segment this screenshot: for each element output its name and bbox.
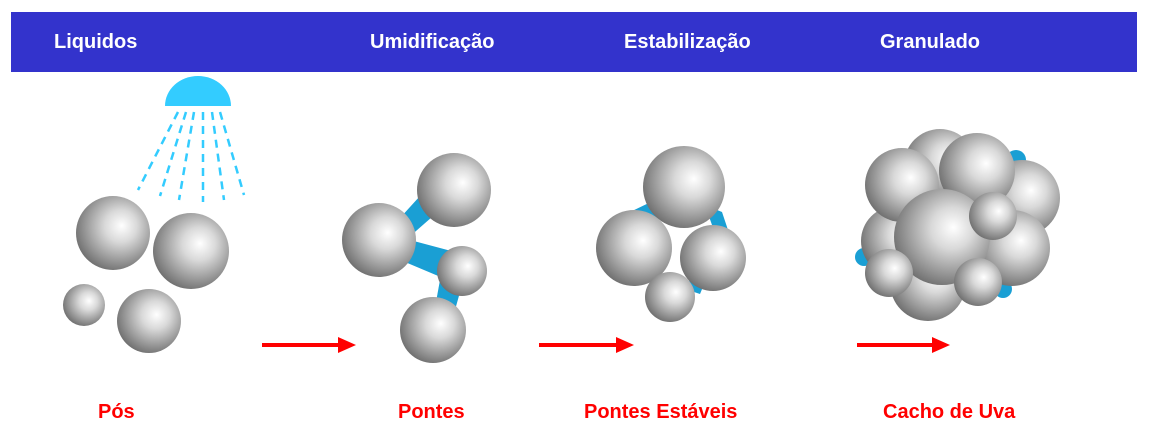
stage-title-estabilizacao: Estabilização (624, 31, 751, 53)
particle (680, 225, 746, 291)
particle (76, 196, 150, 270)
particle (437, 246, 487, 296)
particle (596, 210, 672, 286)
stage-title-granulado: Granulado (880, 31, 981, 53)
bridged-particles (342, 153, 491, 363)
particle (894, 189, 990, 285)
particle (153, 213, 229, 289)
particle (342, 203, 416, 277)
particle (969, 192, 1017, 240)
particle (643, 146, 725, 228)
arrow-right-icon (857, 337, 950, 353)
stage-title-liquidos: Liquidos (54, 31, 138, 53)
particle (417, 153, 491, 227)
particle (939, 133, 1015, 209)
shower-icon (136, 76, 246, 202)
particle (63, 284, 105, 326)
arrow-right-icon (539, 337, 634, 353)
label-pontes: Pontes (398, 401, 465, 423)
label-pos: Pós (98, 401, 135, 423)
powder-particles (63, 196, 229, 353)
stage-title-umidificacao: Umidificação (370, 31, 495, 53)
label-pontes-estaveis: Pontes Estáveis (584, 401, 738, 423)
particle (400, 297, 466, 363)
header-bar (11, 12, 1137, 72)
grape-cluster-particles (861, 129, 1060, 321)
particle (954, 258, 1002, 306)
arrow-right-icon (262, 337, 356, 353)
stable-particles (596, 146, 746, 322)
particle (865, 249, 913, 297)
particle (645, 272, 695, 322)
label-cacho-de-uva: Cacho de Uva (883, 401, 1016, 423)
particle (117, 289, 181, 353)
